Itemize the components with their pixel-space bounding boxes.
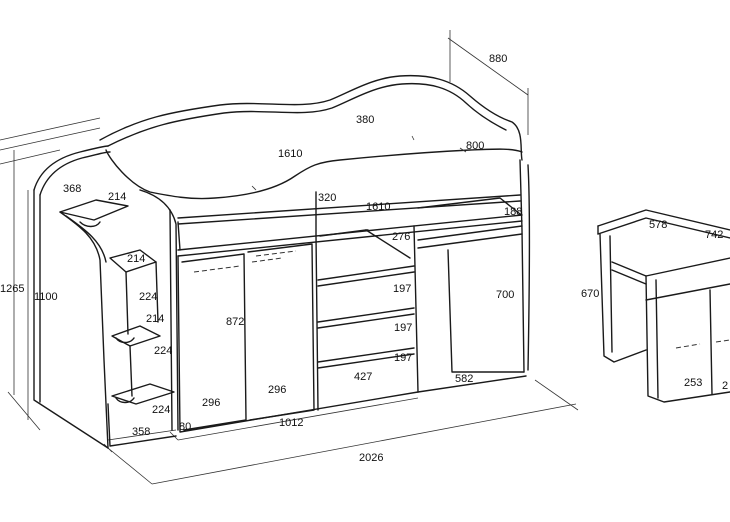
dim-224-c: 224 <box>152 404 170 416</box>
dim-197-a: 197 <box>393 283 411 295</box>
dim-1265: 1265 <box>0 283 24 295</box>
loft-bed <box>33 74 531 449</box>
dim-296-a: 296 <box>202 397 220 409</box>
dim-670: 670 <box>581 288 599 300</box>
dim-1100: 1100 <box>34 291 58 303</box>
dim-582: 582 <box>455 373 473 385</box>
side-table <box>597 209 730 403</box>
dim-80: 80 <box>179 421 191 433</box>
dim-1610: 1610 <box>278 148 302 160</box>
dim-188: 188 <box>504 206 522 218</box>
dim-214-b: 214 <box>127 253 145 265</box>
dim-253: 253 <box>684 377 702 389</box>
dim-368: 368 <box>63 183 81 195</box>
dim-320: 320 <box>318 192 336 204</box>
dim-224-a: 224 <box>139 291 157 303</box>
dim-700: 700 <box>496 289 514 301</box>
dim-742: 742 <box>705 229 723 241</box>
dim-578: 578 <box>649 219 667 231</box>
dim-2026: 2026 <box>359 452 383 464</box>
dim-276: 276 <box>392 231 410 243</box>
dim-197-c: 197 <box>394 352 412 364</box>
dimension-lines <box>0 30 579 485</box>
dim-880: 880 <box>489 53 507 65</box>
dim-427: 427 <box>354 371 372 383</box>
dim-214-a: 214 <box>108 191 126 203</box>
dimension-labels: 880 380 1610 800 368 214 320 1610 188 27… <box>0 53 728 464</box>
dim-358: 358 <box>132 426 150 438</box>
dim-1610-lower: 1610 <box>366 201 390 213</box>
dim-380: 380 <box>356 114 374 126</box>
dim-partial: 2 <box>722 380 728 392</box>
dim-800: 800 <box>466 140 484 152</box>
dim-197-b: 197 <box>394 322 412 334</box>
dim-224-b: 224 <box>154 345 172 357</box>
dim-872: 872 <box>226 316 244 328</box>
dim-214-c: 214 <box>146 313 164 325</box>
dim-1012: 1012 <box>279 417 303 429</box>
dim-296-b: 296 <box>268 384 286 396</box>
